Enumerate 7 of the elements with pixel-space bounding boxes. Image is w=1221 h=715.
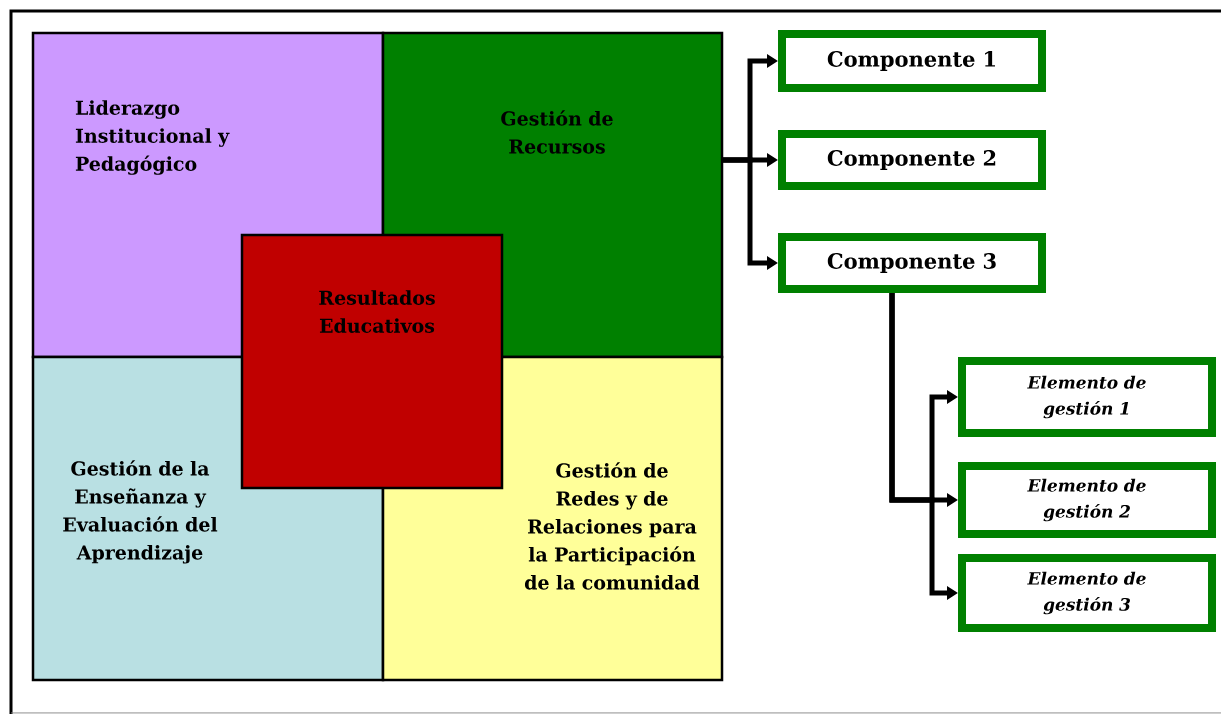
- component-box: Componente 3: [778, 233, 1046, 293]
- area-box: Resultados Educativos: [240, 233, 504, 490]
- element-box: Elemento de gestión 1: [958, 357, 1216, 437]
- element-box: Elemento de gestión 3: [958, 554, 1216, 632]
- component-box: Componente 2: [778, 130, 1046, 190]
- element-box: Elemento de gestión 2: [958, 462, 1216, 538]
- component-box: Componente 1: [778, 30, 1046, 92]
